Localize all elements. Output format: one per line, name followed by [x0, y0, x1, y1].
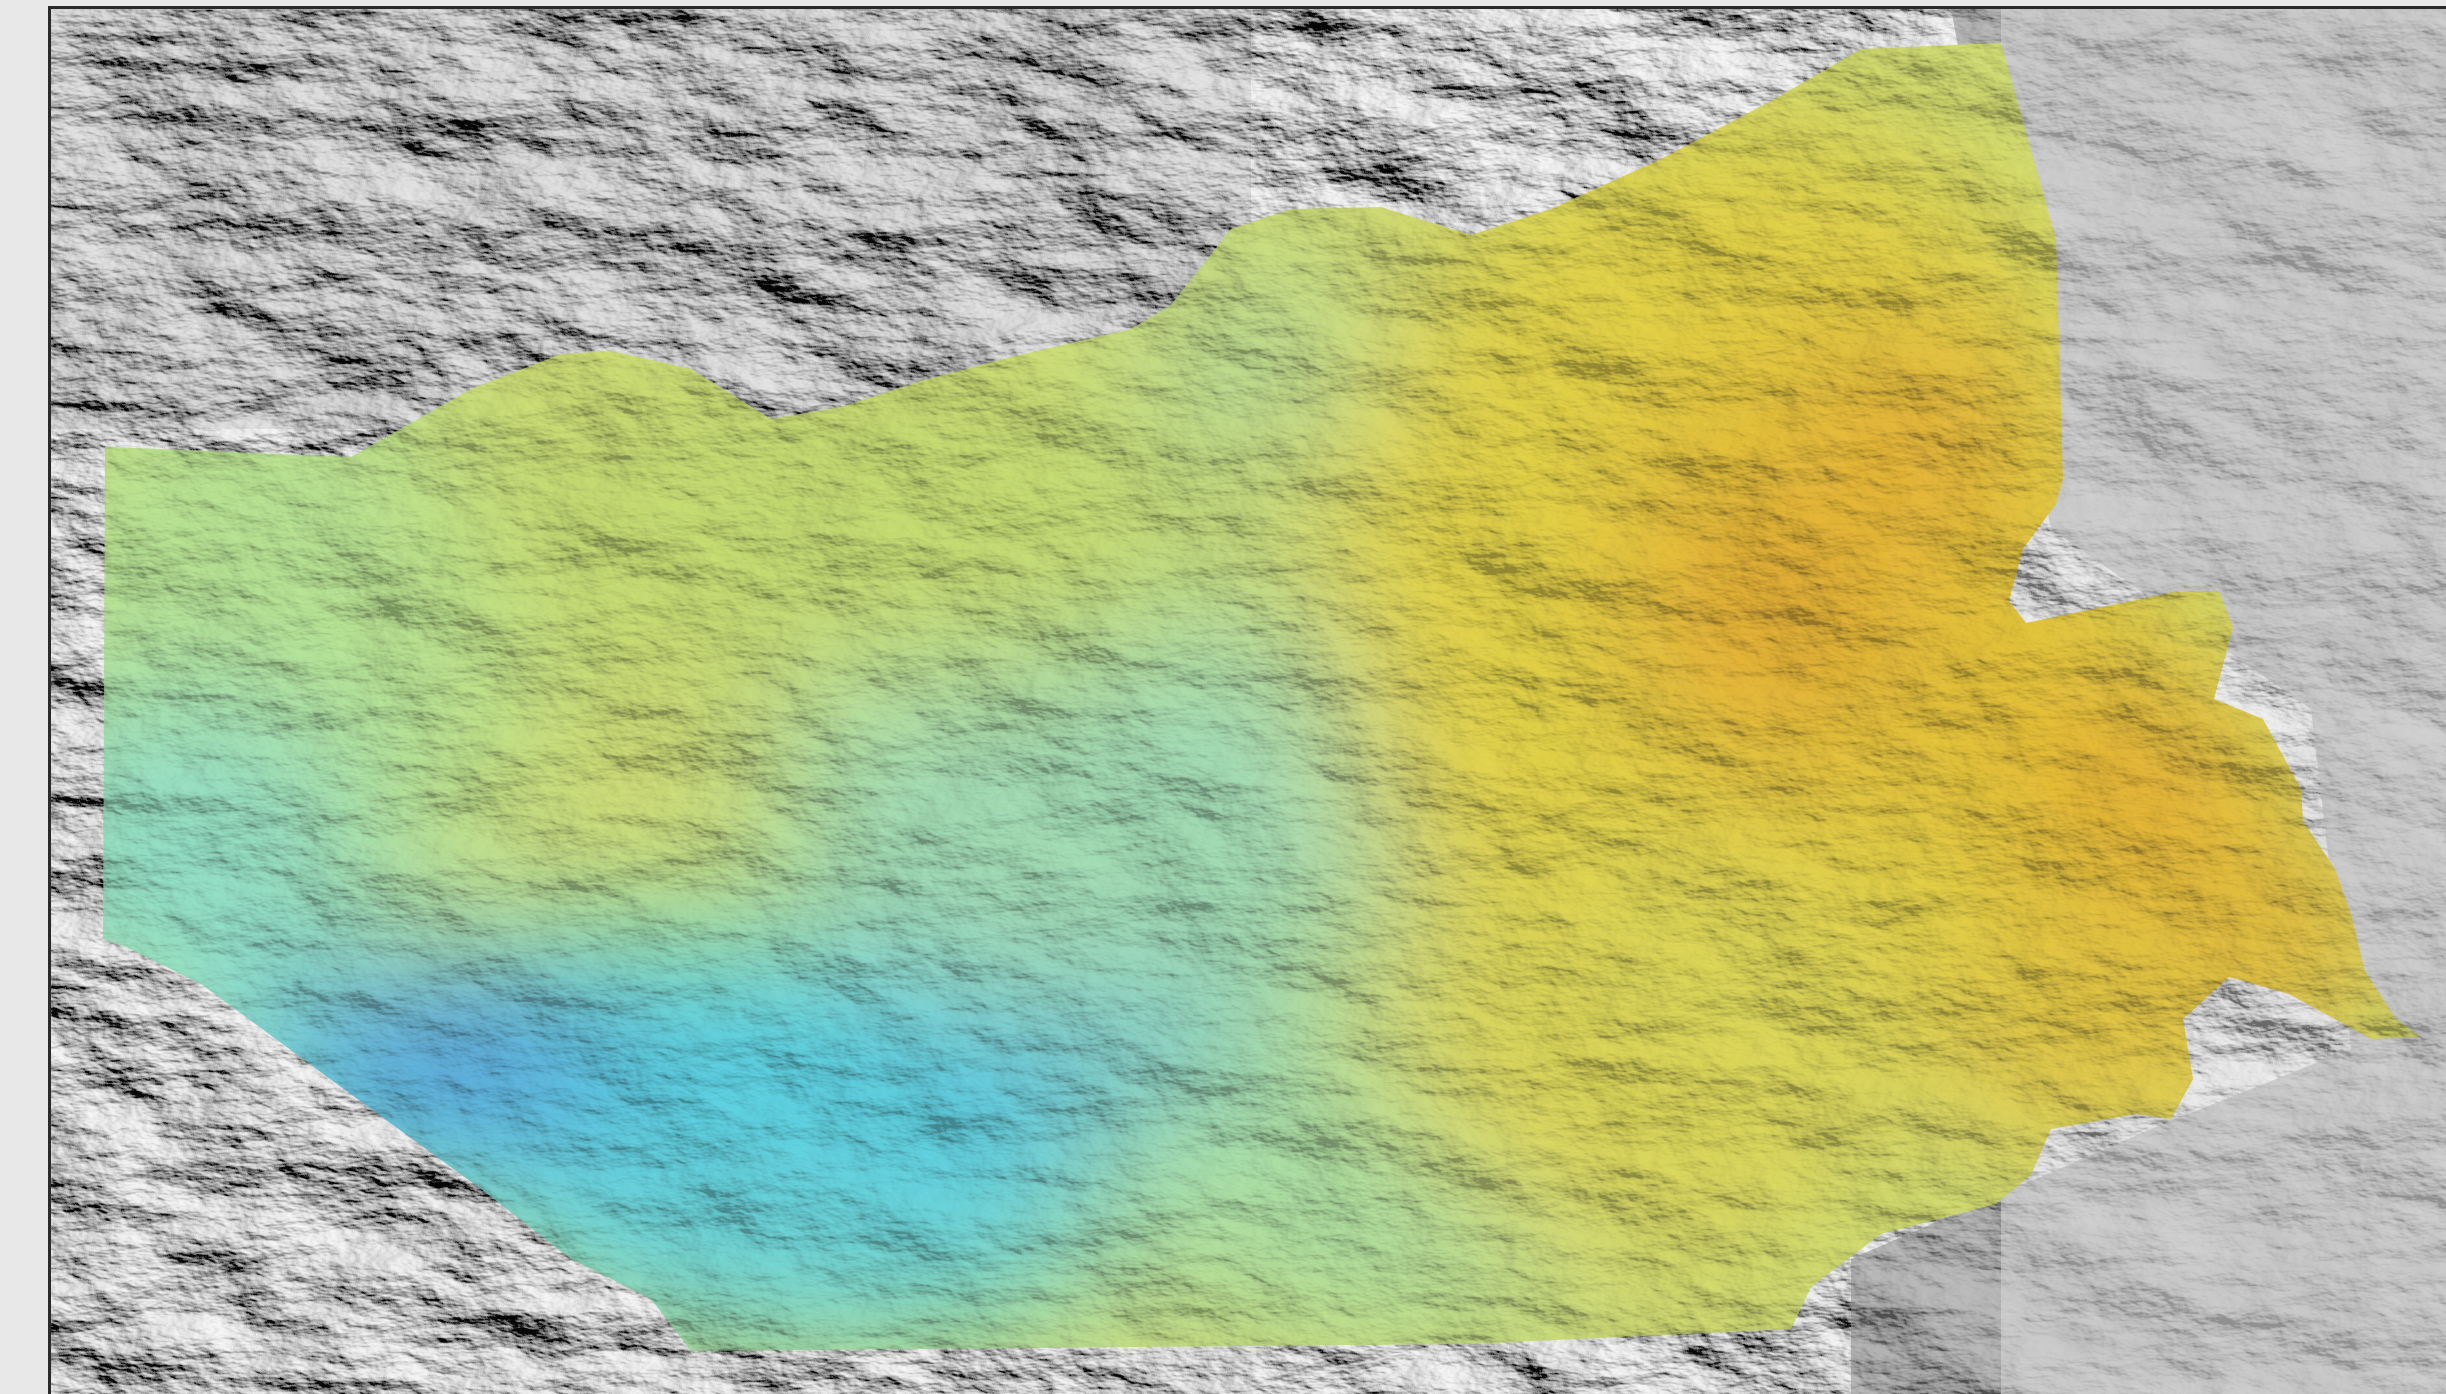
map-canvas[interactable]	[51, 9, 2446, 1394]
map-panel[interactable]	[48, 6, 2446, 1394]
